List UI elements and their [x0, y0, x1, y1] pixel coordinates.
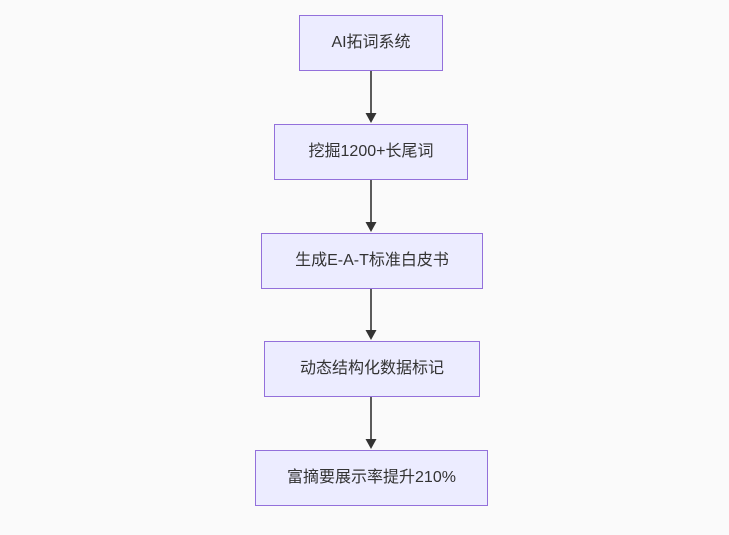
node-label: 挖掘1200+长尾词 [308, 143, 434, 161]
node-label: AI拓词系统 [331, 34, 411, 52]
flowchart-node-generate-eat-whitepaper: 生成E-A-T标准白皮书 [261, 233, 483, 289]
node-label: 生成E-A-T标准白皮书 [295, 252, 449, 270]
flowchart-node-rich-snippet-rate-increase: 富摘要展示率提升210% [255, 450, 488, 506]
flowchart-node-ai-word-expansion-system: AI拓词系统 [299, 15, 443, 71]
node-label: 动态结构化数据标记 [299, 360, 444, 378]
edge-arrow-b-c [365, 180, 377, 232]
flowchart-node-dynamic-structured-data-markup: 动态结构化数据标记 [264, 341, 480, 397]
edge-arrow-c-d [365, 289, 377, 340]
node-label: 富摘要展示率提升210% [287, 469, 456, 487]
edge-arrow-a-b [365, 71, 377, 123]
edge-arrow-d-e [365, 397, 377, 449]
flowchart-node-mine-longtail-keywords: 挖掘1200+长尾词 [274, 124, 468, 180]
